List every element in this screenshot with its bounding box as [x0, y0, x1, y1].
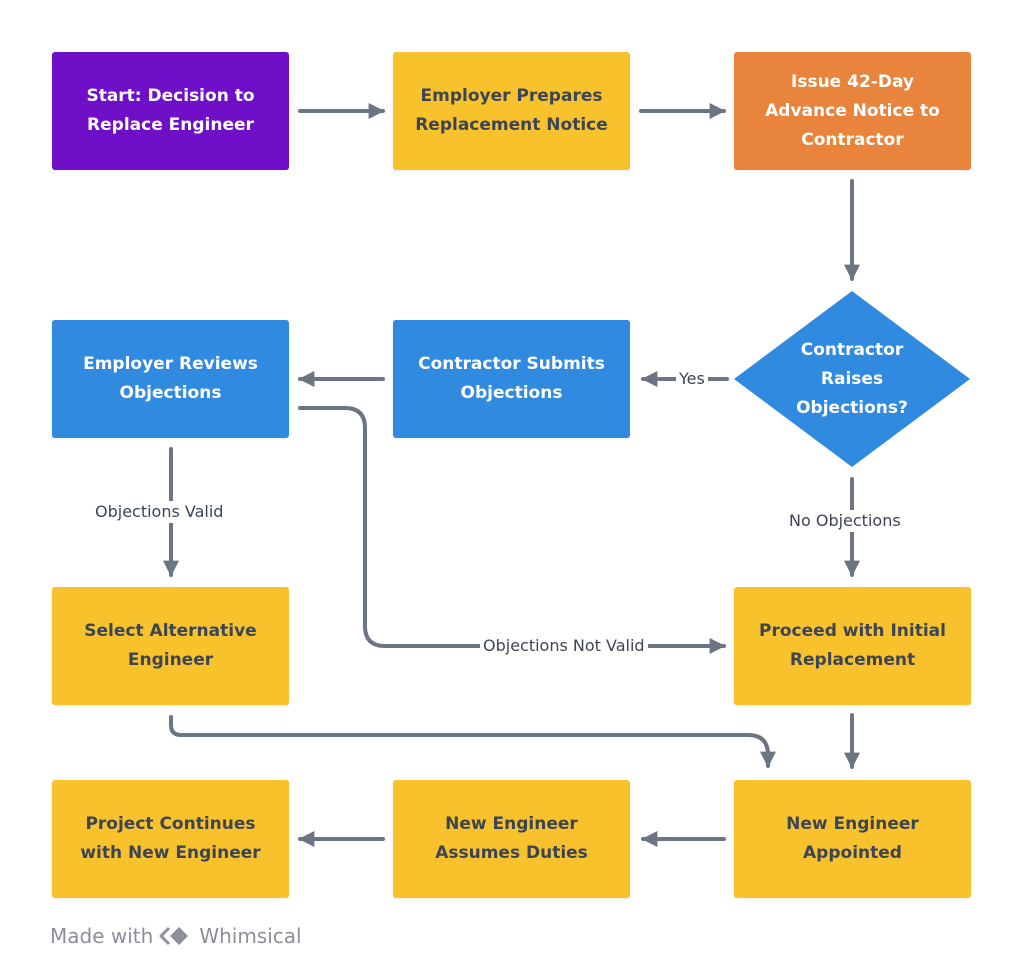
- edge-label-no-objections: No Objections: [786, 510, 904, 532]
- node-proceed-label: Proceed with Initial Replacement: [759, 621, 946, 670]
- edge-alternative-to-appointed: [169, 715, 776, 768]
- node-submits: Contractor Submits Objections: [393, 320, 630, 438]
- made-with-label: Made with: [50, 924, 154, 948]
- decision-diamond: [734, 291, 970, 467]
- edge-label-objections-not-valid: Objections Not Valid: [480, 635, 648, 657]
- node-continues-label: Project Continues with New Engineer: [80, 814, 261, 863]
- node-start-label: Start: Decision to Replace Engineer: [86, 86, 255, 135]
- node-alternative: Select Alternative Engineer: [52, 587, 289, 705]
- node-reviews-label: Employer Reviews Objections: [83, 354, 258, 403]
- node-appointed: New Engineer Appointed: [734, 780, 971, 898]
- node-reviews: Employer Reviews Objections: [52, 320, 289, 438]
- node-submits-label: Contractor Submits Objections: [418, 354, 605, 403]
- node-prepare-label: Employer Prepares Replacement Notice: [415, 86, 608, 135]
- node-assumes-label: New Engineer Assumes Duties: [435, 814, 588, 863]
- whimsical-brand: Whimsical: [199, 924, 302, 948]
- node-issue-label: Issue 42-Day Advance Notice to Contracto…: [765, 71, 940, 150]
- node-assumes: New Engineer Assumes Duties: [393, 780, 630, 898]
- node-start: Start: Decision to Replace Engineer: [52, 52, 289, 170]
- node-continues: Project Continues with New Engineer: [52, 780, 289, 898]
- node-appointed-label: New Engineer Appointed: [786, 814, 919, 863]
- whimsical-attribution: Made with Whimsical: [50, 924, 302, 948]
- edge-label-yes: Yes: [676, 368, 708, 390]
- node-decision: Contractor Raises Objections?: [774, 329, 930, 429]
- edge-label-objections-valid: Objections Valid: [92, 501, 227, 523]
- node-issue: Issue 42-Day Advance Notice to Contracto…: [734, 52, 971, 170]
- whimsical-logo-icon: [159, 926, 189, 946]
- node-alternative-label: Select Alternative Engineer: [84, 621, 257, 670]
- node-prepare: Employer Prepares Replacement Notice: [393, 52, 630, 170]
- node-decision-label: Contractor Raises Objections?: [796, 339, 908, 418]
- node-proceed: Proceed with Initial Replacement: [734, 587, 971, 705]
- edge-reviews-to-proceed: [298, 406, 726, 654]
